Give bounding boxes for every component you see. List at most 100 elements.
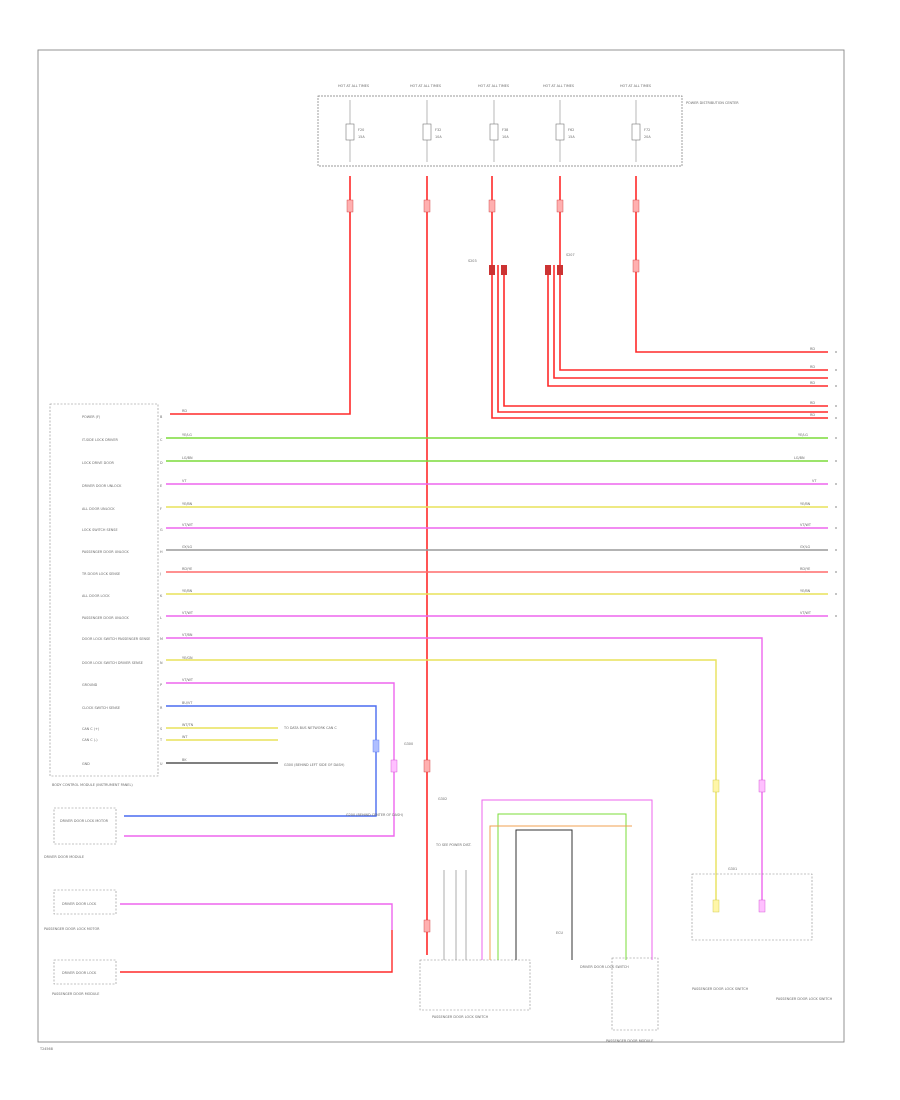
- driver-lock-label: DRIVER DOOR LOCK MOTOR: [60, 819, 109, 823]
- svg-text:GY/LG: GY/LG: [800, 545, 811, 549]
- right-edge-pins: [835, 351, 837, 617]
- fuse-rating: 20A: [644, 135, 651, 139]
- svg-text:RD/YE: RD/YE: [182, 567, 192, 571]
- driver-module-label: DRIVER DOOR MODULE: [44, 855, 84, 859]
- svg-text:VT: VT: [182, 479, 187, 483]
- svg-text:CAN C (-): CAN C (-): [82, 738, 98, 742]
- fuse-header: HOT AT ALL TIMES: [620, 84, 651, 88]
- driver-module-small: DRIVER DOOR LOCK: [62, 902, 97, 906]
- fuse-name: F38: [502, 128, 508, 132]
- pin-row: CAN C (+)SWT/TN: [82, 723, 194, 731]
- pass-module-label: PASSENGER DOOR MODULE: [52, 992, 99, 996]
- svg-text:RD: RD: [810, 413, 815, 417]
- g301-label: G301: [728, 867, 737, 871]
- svg-text:BU/VT: BU/VT: [182, 701, 193, 705]
- svg-text:YE/LG: YE/LG: [798, 433, 808, 437]
- svg-text:H: H: [160, 550, 163, 554]
- f32-lower-connectors: G302: [423, 759, 447, 933]
- svg-text:VT/BN: VT/BN: [182, 633, 193, 637]
- fuse-header: HOT AT ALL TIMES: [478, 84, 509, 88]
- feed-f62-b: [553, 265, 828, 379]
- wire-black-assembly: [515, 829, 573, 960]
- pin-row: CAN C (-)TWT: [82, 735, 188, 742]
- svg-text:F: F: [160, 507, 162, 511]
- svg-text:N: N: [160, 661, 163, 665]
- g302-label: G302: [438, 797, 447, 801]
- right-wire-refs: RD RD RD RD RD YE/LG LG/BN VT YE/BN VT/W…: [794, 347, 817, 615]
- fuse-header: HOT AT ALL TIMES: [543, 84, 574, 88]
- svg-text:ALL DOOR LOCK: ALL DOOR LOCK: [82, 594, 110, 598]
- svg-text:VT/WT: VT/WT: [800, 611, 812, 615]
- svg-text:M: M: [160, 637, 163, 641]
- svg-text:LG/BN: LG/BN: [182, 456, 193, 460]
- fuse-rating: 10A: [435, 135, 442, 139]
- pin-row: POWER (F)BRD: [82, 409, 187, 419]
- ecu-label: ECU: [556, 931, 564, 935]
- wire-yellow-to-right-module: [166, 659, 717, 900]
- pin-row: ALL DOOR LOCK K YE/BN: [82, 589, 193, 598]
- center-switch-assembly: PASSENGER DOOR LOCK SWITCH TO SEE POWER …: [419, 799, 653, 1019]
- fuse-f32: HOT AT ALL TIMES F32 10A: [410, 84, 442, 162]
- svg-text:B: B: [160, 415, 163, 419]
- svg-text:VT: VT: [812, 479, 817, 483]
- bus-notes: TO DATA BUS NETWORK CAN C G300 (BEHIND L…: [283, 726, 404, 817]
- svg-text:VT/WT: VT/WT: [182, 678, 194, 682]
- fuse-f38: HOT AT ALL TIMES F38 10A: [478, 84, 509, 162]
- to-see-note: TO SEE POWER DIST.: [435, 843, 472, 847]
- svg-text:CAN C (+): CAN C (+): [82, 727, 100, 731]
- driver-module-component: DRIVER DOOR MODULE DRIVER DOOR LOCK: [44, 855, 393, 930]
- pass-lock-component: PASSENGER DOOR LOCK MOTOR DRIVER DOOR LO…: [44, 927, 393, 996]
- fuse-name: F20: [358, 128, 364, 132]
- fuse-rating: 15A: [358, 135, 365, 139]
- g300-label: G300: [404, 742, 413, 746]
- svg-text:S: S: [160, 727, 162, 731]
- svg-text:YE/BN: YE/BN: [800, 589, 811, 593]
- wire-violet-module: [120, 903, 393, 930]
- fuse-f62: HOT AT ALL TIMES F62 15A: [543, 84, 575, 162]
- ground-note-2: G200 (BEHIND CENTER OF DASH): [346, 813, 404, 817]
- svg-text:K: K: [160, 594, 163, 598]
- wire-blue: [124, 705, 377, 817]
- svg-text:YE/BN: YE/BN: [182, 502, 193, 506]
- svg-text:DRIVER DOOR UNLOCK: DRIVER DOOR UNLOCK: [82, 484, 122, 488]
- svg-text:TR DOOR LOCK SENSE: TR DOOR LOCK SENSE: [81, 572, 120, 576]
- fuse-f20: HOT AT ALL TIMES F20 15A: [338, 84, 369, 162]
- svg-text:LOCK SWITCH SENSE: LOCK SWITCH SENSE: [82, 528, 118, 532]
- power-feeds: [170, 176, 828, 955]
- bcm-label: BODY CONTROL MODULE (INSTRUMENT PANEL): [52, 783, 133, 787]
- svg-text:POWER (F): POWER (F): [82, 415, 101, 419]
- driver-switch-note: DRIVER DOOR LOCK SWITCH: [580, 965, 629, 969]
- pass-switch-box-label: PASSENGER DOOR LOCK SWITCH: [692, 987, 749, 991]
- feed-f38-c: [503, 265, 828, 407]
- svg-text:LOCK DRIVE DOOR: LOCK DRIVE DOOR: [82, 461, 115, 465]
- svg-text:U: U: [160, 762, 163, 766]
- diagram-frame: [37, 49, 845, 1043]
- svg-text:YE/BN: YE/BN: [182, 589, 193, 593]
- pass-lock-small: DRIVER DOOR LOCK: [62, 971, 97, 975]
- svg-text:RD: RD: [810, 365, 815, 369]
- driver-lock-component: DRIVER DOOR LOCK MOTOR: [53, 807, 117, 845]
- feed-connectors: [346, 199, 640, 273]
- pds-switch-note: PASSENGER DOOR LOCK SWITCH: [776, 997, 833, 1001]
- feed-f72: [635, 176, 828, 353]
- fuse-header: HOT AT ALL TIMES: [410, 84, 441, 88]
- svg-text:RD: RD: [810, 381, 815, 385]
- splices: S203 S207: [468, 253, 575, 275]
- fuse-rating: 15A: [568, 135, 575, 139]
- svg-text:P: P: [160, 683, 162, 687]
- svg-text:PASSENGER DOOR UNLOCK: PASSENGER DOOR UNLOCK: [82, 550, 130, 554]
- pin-row: LOCK DRIVE DOOR D LG/BN: [82, 456, 193, 465]
- fuse-rating: 10A: [502, 135, 509, 139]
- svg-text:YE/GN: YE/GN: [182, 656, 193, 660]
- left-vert-connectors: G300: [372, 739, 413, 773]
- wire-red-pass-lock: [120, 930, 393, 973]
- svg-text:L: L: [160, 616, 162, 620]
- svg-text:D: D: [160, 461, 163, 465]
